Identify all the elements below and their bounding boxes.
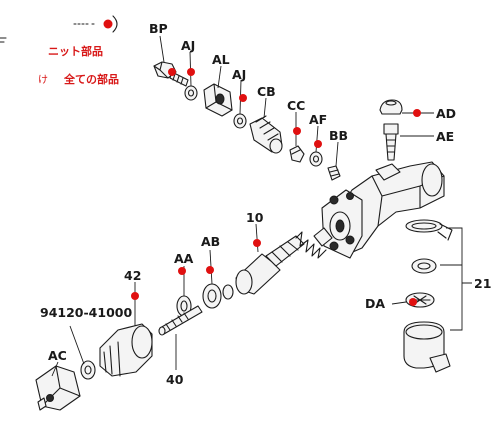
marker-aa: [178, 267, 186, 275]
label-af: AF: [309, 112, 327, 127]
boot-cb: [249, 115, 283, 154]
label-42: 42: [124, 268, 141, 283]
fitting-ae: [383, 123, 399, 161]
reservoir-group-21: [403, 219, 453, 373]
legend: ニット部品 け 全ての部品: [0, 15, 119, 86]
label-ae: AE: [436, 129, 454, 144]
piston-assembly-10: [235, 227, 333, 295]
markers: [131, 68, 421, 306]
cap-ad: [379, 99, 403, 115]
label-cb: CB: [257, 84, 276, 99]
label-ad: AD: [436, 106, 456, 121]
label-aa: AA: [174, 251, 194, 266]
label-ac: AC: [48, 348, 67, 363]
label-part-number: 94120-41000: [40, 305, 132, 320]
bracket-al: [203, 83, 233, 117]
marker-42: [131, 292, 139, 300]
label-ab: AB: [201, 234, 220, 249]
marker-10: [253, 239, 261, 247]
labels: BP AJ AL AJ CB CC AF BB AD AE 10 AA AB 4…: [40, 21, 491, 387]
nut-clevis: [80, 360, 96, 380]
legend-kit-parts: ニット部品: [48, 44, 103, 58]
washer-aj-right: [233, 113, 247, 129]
marker-af: [314, 140, 322, 148]
label-cc: CC: [287, 98, 305, 113]
label-10: 10: [246, 210, 264, 225]
label-40: 40: [166, 372, 184, 387]
washer-aa: [176, 295, 192, 317]
washer-af: [309, 151, 323, 167]
label-21: 21: [474, 276, 491, 291]
label-da: DA: [365, 296, 385, 311]
label-aj-top: AJ: [181, 38, 195, 53]
marker-cc: [293, 127, 301, 135]
cap-cc: [289, 145, 305, 163]
label-al: AL: [212, 52, 230, 67]
marker-da: [409, 298, 417, 306]
push-rod-40: [158, 305, 203, 336]
bleeder-bb: [327, 165, 341, 181]
marker-ad: [413, 109, 421, 117]
leader-lines: [51, 35, 434, 377]
boot-42: [99, 323, 153, 377]
legend-all-parts: 全ての部品: [63, 72, 119, 86]
marker-bp: [168, 68, 176, 76]
label-bp: BP: [149, 21, 168, 36]
clevis-ac: [35, 365, 81, 411]
marker-aj-top: [187, 68, 195, 76]
washer-aj-top: [184, 85, 198, 101]
marker-ab: [206, 266, 214, 274]
label-bb: BB: [329, 128, 348, 143]
cup-ab: [202, 283, 234, 309]
label-aj-right: AJ: [232, 67, 246, 82]
legend-marker-dot: [103, 19, 113, 29]
cylinder-body: [321, 161, 445, 259]
legend-prefix: け: [38, 74, 48, 86]
marker-aj-right: [239, 94, 247, 102]
bracket-21: [440, 227, 472, 331]
